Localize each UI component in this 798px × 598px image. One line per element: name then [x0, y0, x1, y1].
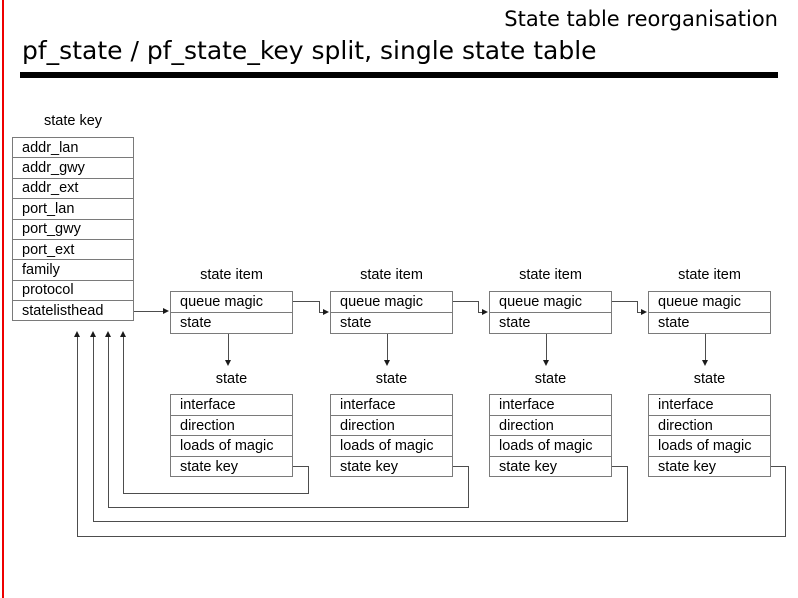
return-path-2-drop	[468, 466, 469, 507]
state-struct-row: loads of magic	[331, 436, 452, 457]
state-struct-row: direction	[490, 416, 611, 436]
arrow-head-icon	[163, 307, 169, 314]
state-item-row: queue magic	[490, 292, 611, 313]
arrow-head-icon	[323, 308, 329, 315]
connector-item3-to-item4	[612, 301, 637, 302]
arrow-head-icon	[119, 331, 126, 337]
return-path-4-rise	[77, 337, 78, 536]
return-path-4-out	[771, 466, 786, 467]
state-struct-row: direction	[171, 416, 292, 436]
state-item-row: state	[499, 315, 531, 331]
state-struct-row: interface	[490, 395, 611, 416]
return-path-2-out	[453, 466, 469, 467]
state-item-row: state	[658, 315, 690, 331]
state-item-box: queue magic state	[170, 291, 293, 334]
state-struct-box: interface direction loads of magic state…	[648, 394, 771, 477]
state-struct-caption: state	[693, 371, 726, 387]
title-underline-bar	[20, 72, 778, 78]
connector-item1-to-item2-drop	[319, 301, 320, 312]
state-struct-row: loads of magic	[490, 436, 611, 457]
arrow-head-icon	[89, 331, 96, 337]
connector-item3-to-item4-in	[637, 312, 642, 313]
arrow-head-icon	[383, 360, 390, 366]
state-key-row: port_gwy	[13, 220, 133, 240]
arrow-head-icon	[641, 308, 647, 315]
state-struct-row: loads of magic	[171, 436, 292, 457]
arrow-head-icon	[542, 360, 549, 366]
state-key-row: protocol	[13, 281, 133, 302]
state-item-row: queue magic	[649, 292, 770, 313]
state-item-row: state	[340, 315, 372, 331]
state-struct-caption: state	[215, 371, 248, 387]
connector-item4-to-struct4	[705, 334, 706, 362]
connector-item2-to-item3-drop	[478, 301, 479, 312]
arrow-head-icon	[482, 308, 488, 315]
state-key-row: family	[13, 260, 133, 281]
state-item-caption: state item	[519, 267, 582, 283]
return-path-4-base	[77, 536, 786, 537]
state-item-row: queue magic	[171, 292, 292, 313]
state-key-row: statelisthead	[22, 303, 104, 320]
state-item-box: queue magic state	[648, 291, 771, 334]
state-key-caption: state key	[43, 113, 103, 129]
arrow-head-icon	[701, 360, 708, 366]
connector-item2-to-item3-in	[478, 312, 483, 313]
state-key-row: addr_gwy	[13, 158, 133, 179]
arrow-head-icon	[73, 331, 80, 337]
state-item-caption: state item	[200, 267, 263, 283]
state-item-row: queue magic	[331, 292, 452, 313]
arrow-head-icon	[104, 331, 111, 337]
state-struct-row: state key	[340, 459, 399, 475]
return-path-1-drop	[308, 466, 309, 493]
return-path-2-base	[108, 507, 469, 508]
connector-item1-to-struct1	[228, 334, 229, 362]
state-key-table: addr_lan addr_gwy addr_ext port_lan port…	[12, 137, 134, 321]
state-item-caption: state item	[360, 267, 423, 283]
left-accent-rule	[2, 0, 4, 598]
return-path-2-rise	[108, 337, 109, 507]
state-key-row: port_ext	[13, 240, 133, 261]
state-struct-row: state key	[180, 459, 239, 475]
return-path-3-base	[93, 521, 628, 522]
connector-item2-to-item3	[453, 301, 478, 302]
connector-item1-to-item2-in	[319, 312, 324, 313]
state-key-row: port_lan	[13, 199, 133, 220]
state-struct-row: state key	[499, 459, 558, 475]
return-path-1-rise	[123, 337, 124, 493]
state-struct-caption: state	[534, 371, 567, 387]
state-struct-row: interface	[171, 395, 292, 416]
page-title: pf_state / pf_state_key split, single st…	[22, 36, 597, 65]
state-item-row: state	[180, 315, 212, 331]
state-struct-row: loads of magic	[649, 436, 770, 457]
return-path-1-out	[293, 466, 309, 467]
state-key-row: addr_ext	[13, 179, 133, 200]
state-struct-row: direction	[649, 416, 770, 436]
state-item-box: queue magic state	[489, 291, 612, 334]
connector-item3-to-item4-drop	[637, 301, 638, 312]
state-struct-box: interface direction loads of magic state…	[489, 394, 612, 477]
state-key-row: addr_lan	[13, 138, 133, 159]
return-path-3-drop	[627, 466, 628, 521]
return-path-3-rise	[93, 337, 94, 521]
connector-item2-to-struct2	[387, 334, 388, 362]
state-item-caption: state item	[678, 267, 741, 283]
slide-kicker: State table reorganisation	[504, 7, 778, 31]
state-struct-row: interface	[649, 395, 770, 416]
arrow-head-icon	[224, 360, 231, 366]
return-path-4-drop	[785, 466, 786, 536]
return-path-3-out	[612, 466, 628, 467]
state-struct-box: interface direction loads of magic state…	[170, 394, 293, 477]
connector-statelisthead-to-item1	[134, 311, 164, 312]
state-struct-caption: state	[375, 371, 408, 387]
state-struct-row: state key	[658, 459, 717, 475]
connector-item3-to-struct3	[546, 334, 547, 362]
connector-item1-to-item2	[293, 301, 319, 302]
state-struct-row: direction	[331, 416, 452, 436]
state-struct-row: interface	[331, 395, 452, 416]
state-struct-box: interface direction loads of magic state…	[330, 394, 453, 477]
state-item-box: queue magic state	[330, 291, 453, 334]
return-path-1-base	[123, 493, 309, 494]
